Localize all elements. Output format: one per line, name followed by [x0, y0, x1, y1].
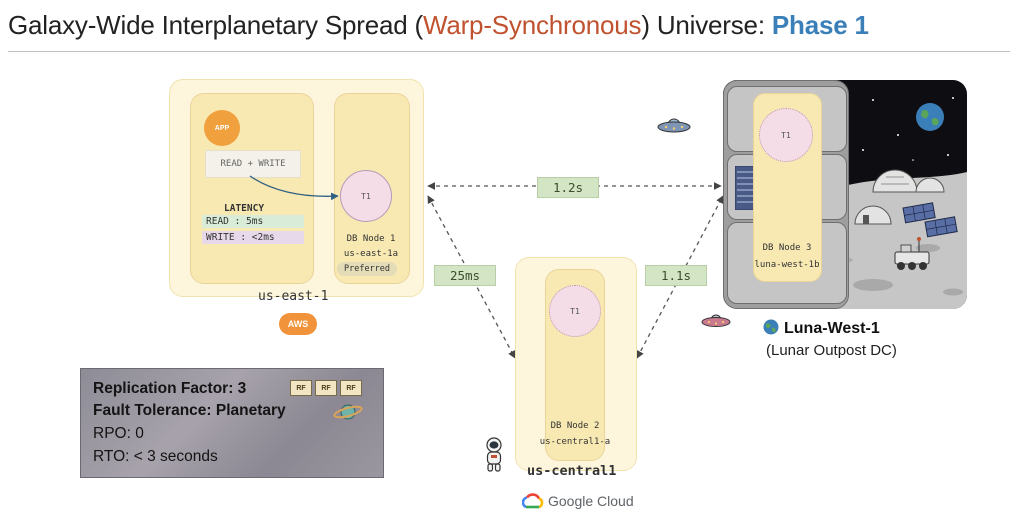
google-cloud-icon [522, 493, 544, 509]
replication-factor: Replication Factor: 3 [93, 380, 247, 397]
t1-tablet-node-1: T1 [340, 170, 392, 222]
t1-tablet-node-2: T1 [549, 285, 601, 337]
page-title: Galaxy-Wide Interplanetary Spread (Warp-… [8, 10, 869, 40]
google-cloud-label: Google Cloud [548, 493, 634, 509]
region-label-luna-west-1: Luna-West-1 [763, 319, 880, 338]
latency-title: LATENCY [224, 203, 265, 214]
stats-panel: Replication Factor: 3 RF RF RF Fault Tol… [80, 368, 384, 478]
t1-tablet-node-3: T1 [759, 108, 813, 162]
rpo-value: RPO: 0 [93, 425, 144, 442]
planet-icon [333, 404, 363, 420]
latency-write: WRITE : <2ms [202, 231, 304, 244]
lunar-outpost-scene: T1 DB Node 3 luna-west-1b [723, 80, 967, 309]
preferred-badge: Preferred [337, 262, 397, 276]
latency-badge-central-luna: 1.1s [645, 265, 707, 286]
region-label-us-east-1: us-east-1 [258, 289, 329, 304]
astronaut-icon [486, 437, 502, 472]
fault-tolerance: Fault Tolerance: Planetary [93, 402, 286, 419]
latency-read: READ : 5ms [202, 215, 304, 228]
globe-icon [763, 319, 779, 335]
db-node-1-zone: us-east-1a [343, 249, 399, 259]
aws-cloud-icon: AWS [279, 313, 317, 335]
region-label-us-central1: us-central1 [527, 463, 617, 479]
latency-badge-east-luna: 1.2s [537, 177, 599, 198]
db-node-1-label: DB Node 1 [346, 234, 396, 244]
db-node-3-zone: luna-west-1b [754, 260, 820, 270]
db-node-3-label: DB Node 3 [762, 243, 812, 253]
title-phase: Phase 1 [771, 10, 869, 40]
google-cloud-logo: Google Cloud [522, 491, 634, 511]
title-divider [8, 51, 1010, 52]
earth-icon [916, 103, 944, 131]
ufo-icon-pink [701, 314, 731, 327]
db-node-2-label: DB Node 2 [550, 421, 600, 431]
title-accent: Warp-Synchronous [422, 10, 642, 40]
app-badge: APP [204, 110, 240, 146]
latency-badge-east-central: 25ms [434, 265, 496, 286]
rf-chip-icon: RF [340, 380, 362, 396]
rf-chip-icon: RF [315, 380, 337, 396]
ufo-icon [657, 118, 691, 133]
server-vent-icon [735, 166, 755, 210]
db-node-2-zone: us-central1-a [539, 437, 611, 447]
rf-chip-icon: RF [290, 380, 312, 396]
read-write-box: READ + WRITE [205, 150, 301, 178]
rto-value: RTO: < 3 seconds [93, 448, 218, 465]
region-desc-luna: (Lunar Outpost DC) [766, 342, 897, 359]
